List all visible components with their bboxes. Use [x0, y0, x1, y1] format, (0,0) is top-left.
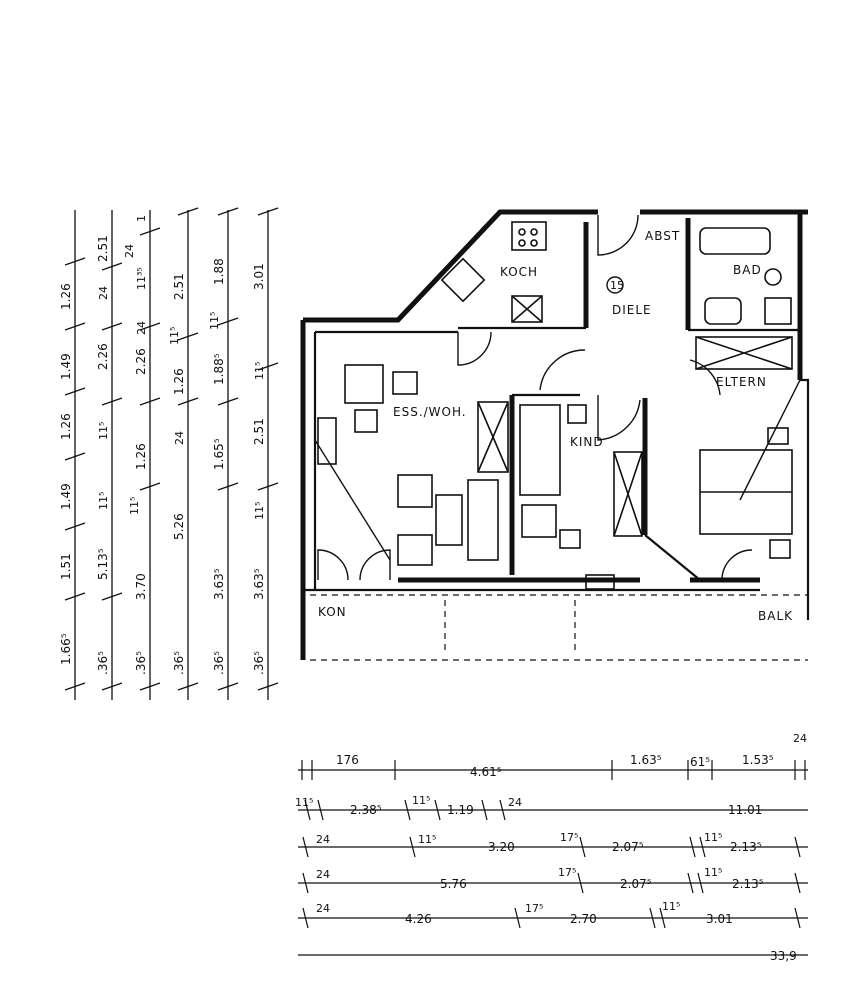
- room-label-bad: BAD: [733, 263, 762, 277]
- dim-bottom-r4-2: 17⁵: [558, 866, 576, 879]
- dim-bottom-r5-3: 2.70: [570, 912, 597, 926]
- dim-bottom-r2-2: 11⁵: [412, 794, 430, 807]
- dim-left-c5-2: 1.65⁵: [212, 438, 226, 470]
- furniture: [317, 221, 793, 590]
- dim-bottom-r3-5: 11⁵: [704, 831, 722, 844]
- room-label-balkon-left: KON: [318, 605, 347, 619]
- dim-left-c1-3: 1.49: [59, 483, 73, 510]
- dim-bottom-r5-0: 24: [316, 902, 330, 915]
- dim-bottom-r1-4: 1.53⁵: [742, 753, 774, 767]
- dim-bottom-r1-3: 61⁵: [690, 755, 710, 769]
- dim-bottom-r4-4: 11⁵: [704, 866, 722, 879]
- dim-left-c3-7: 3.70: [134, 573, 148, 600]
- dim-left-c1-5: 1.66⁵: [59, 633, 73, 665]
- dim-bottom-r4-5: 2.13⁵: [732, 877, 764, 891]
- room-label-eltern: ELTERN: [716, 375, 767, 389]
- dim-bottom-r1-0: 176: [336, 753, 359, 767]
- dim-left-c5-4: .36⁵: [212, 651, 226, 675]
- door-swings: [314, 214, 801, 581]
- dim-bottom-r3-4: 2.07⁵: [612, 840, 644, 854]
- bottom-dimension-labels: 176 4.61⁵ 1.63⁵ 61⁵ 1.53⁵ 24 11⁵ 2.38⁵ 1…: [295, 732, 807, 963]
- dim-bottom-r3-0: 24: [316, 833, 330, 846]
- dim-left-c2-4: .36⁵: [96, 651, 110, 675]
- dim-bottom-r2-3: 1.19: [447, 803, 474, 817]
- dim-left-c3-0: 24: [123, 244, 136, 258]
- dim-left-c4-0: 2.51: [172, 273, 186, 300]
- dim-left-c3-8: .36⁵: [134, 651, 148, 675]
- dim-bottom-r3-3: 17⁵: [560, 831, 578, 844]
- dim-left-c2s-1: 11⁵: [97, 492, 110, 510]
- dim-left-c5-1: 1.88⁵: [212, 353, 226, 385]
- dim-bottom-r6-0: 33,9: [770, 949, 797, 963]
- dim-bottom-r2-4: 24: [508, 796, 522, 809]
- dim-bottom-r5-4: 11⁵: [662, 900, 680, 913]
- left-dimension-lines: [64, 207, 279, 700]
- dim-bottom-r1-1: 4.61⁵: [470, 765, 502, 779]
- dim-bottom-r2-1: 2.38⁵: [350, 803, 382, 817]
- dim-bottom-r5-2: 17⁵: [525, 902, 543, 915]
- dim-left-c6-1: 11⁵: [253, 362, 266, 380]
- room-label-diele: DIELE: [612, 303, 652, 317]
- dim-bottom-r2-0: 11⁵: [295, 796, 313, 809]
- dim-left-c3-1: 1: [135, 215, 148, 222]
- room-number-diele: 15: [610, 279, 624, 292]
- dim-left-c2s-0: 24: [97, 286, 110, 300]
- dim-left-c6-2: 2.51: [252, 418, 266, 445]
- dim-left-c6-5: .36⁵: [252, 651, 266, 675]
- dim-left-c1-0: 1.26: [59, 283, 73, 310]
- dim-left-c5-0: 1.88: [212, 258, 226, 285]
- dim-bottom-r4-3: 2.07⁵: [620, 877, 652, 891]
- dim-left-c4-3: 11⁵: [168, 327, 181, 345]
- dim-bottom-r3-2: 3.20: [488, 840, 515, 854]
- dim-bottom-r3-6: 2.13⁵: [730, 840, 762, 854]
- dim-left-c1-1: 1.49: [59, 353, 73, 380]
- dim-left-c6-4: 3.63⁵: [252, 568, 266, 600]
- dim-bottom-r5-5: 3.01: [706, 912, 733, 926]
- dim-left-c4-2: 24: [173, 431, 186, 445]
- dim-left-c1-4: 1.51: [59, 553, 73, 580]
- dim-left-c6-3: 11⁵: [253, 502, 266, 520]
- room-label-kind: KIND: [570, 435, 604, 449]
- room-label-ess-woh: ESS./WOH.: [393, 405, 467, 419]
- dim-left-c3-3: 2.26: [134, 348, 148, 375]
- dim-left-c1-2: 1.26: [59, 413, 73, 440]
- room-label-abst: ABST: [645, 229, 680, 243]
- dim-bottom-r2-5: 11.01: [728, 803, 762, 817]
- dim-left-c2-1: 2.26: [96, 343, 110, 370]
- dim-bottom-r3-1: 11⁵: [418, 833, 436, 846]
- dim-left-c2-3: 5.13⁵: [96, 548, 110, 580]
- dim-left-c4-1: 1.26: [172, 368, 186, 395]
- dim-left-c6-0: 3.01: [252, 263, 266, 290]
- dim-left-c4-4: 5.26: [172, 513, 186, 540]
- bottom-dimension-lines: [298, 760, 808, 956]
- diele-number-circle: [606, 276, 624, 294]
- dim-left-c5-3: 3.63⁵: [212, 568, 226, 600]
- dim-bottom-r5-1: 4.26: [405, 912, 432, 926]
- dim-left-c5-5: 11⁵: [208, 312, 221, 330]
- dim-left-c4-5: .36⁵: [172, 651, 186, 675]
- dim-bottom-r4-0: 24: [316, 868, 330, 881]
- room-label-koch: KOCH: [500, 265, 538, 279]
- dim-left-c3-2: 11³⁵: [135, 267, 148, 290]
- left-dimension-labels: 1.26 1.49 1.26 1.49 1.51 1.66⁵ 2.51 2.26…: [59, 215, 266, 675]
- walls: [300, 209, 810, 661]
- dim-left-c2-0: 2.51: [96, 235, 110, 262]
- dim-bottom-r1-2: 1.63⁵: [630, 753, 662, 767]
- dim-left-c3-4: 24: [135, 321, 148, 335]
- dim-bottom-r4-1: 5.76: [440, 877, 467, 891]
- room-label-balkon-right: BALK: [758, 609, 793, 623]
- dim-bottom-r1-5: 24: [793, 732, 807, 745]
- dim-left-c2-2: 11⁵: [97, 422, 110, 440]
- dim-left-c3-5: 1.26: [134, 443, 148, 470]
- dim-left-c3-6: 11⁵: [128, 497, 141, 515]
